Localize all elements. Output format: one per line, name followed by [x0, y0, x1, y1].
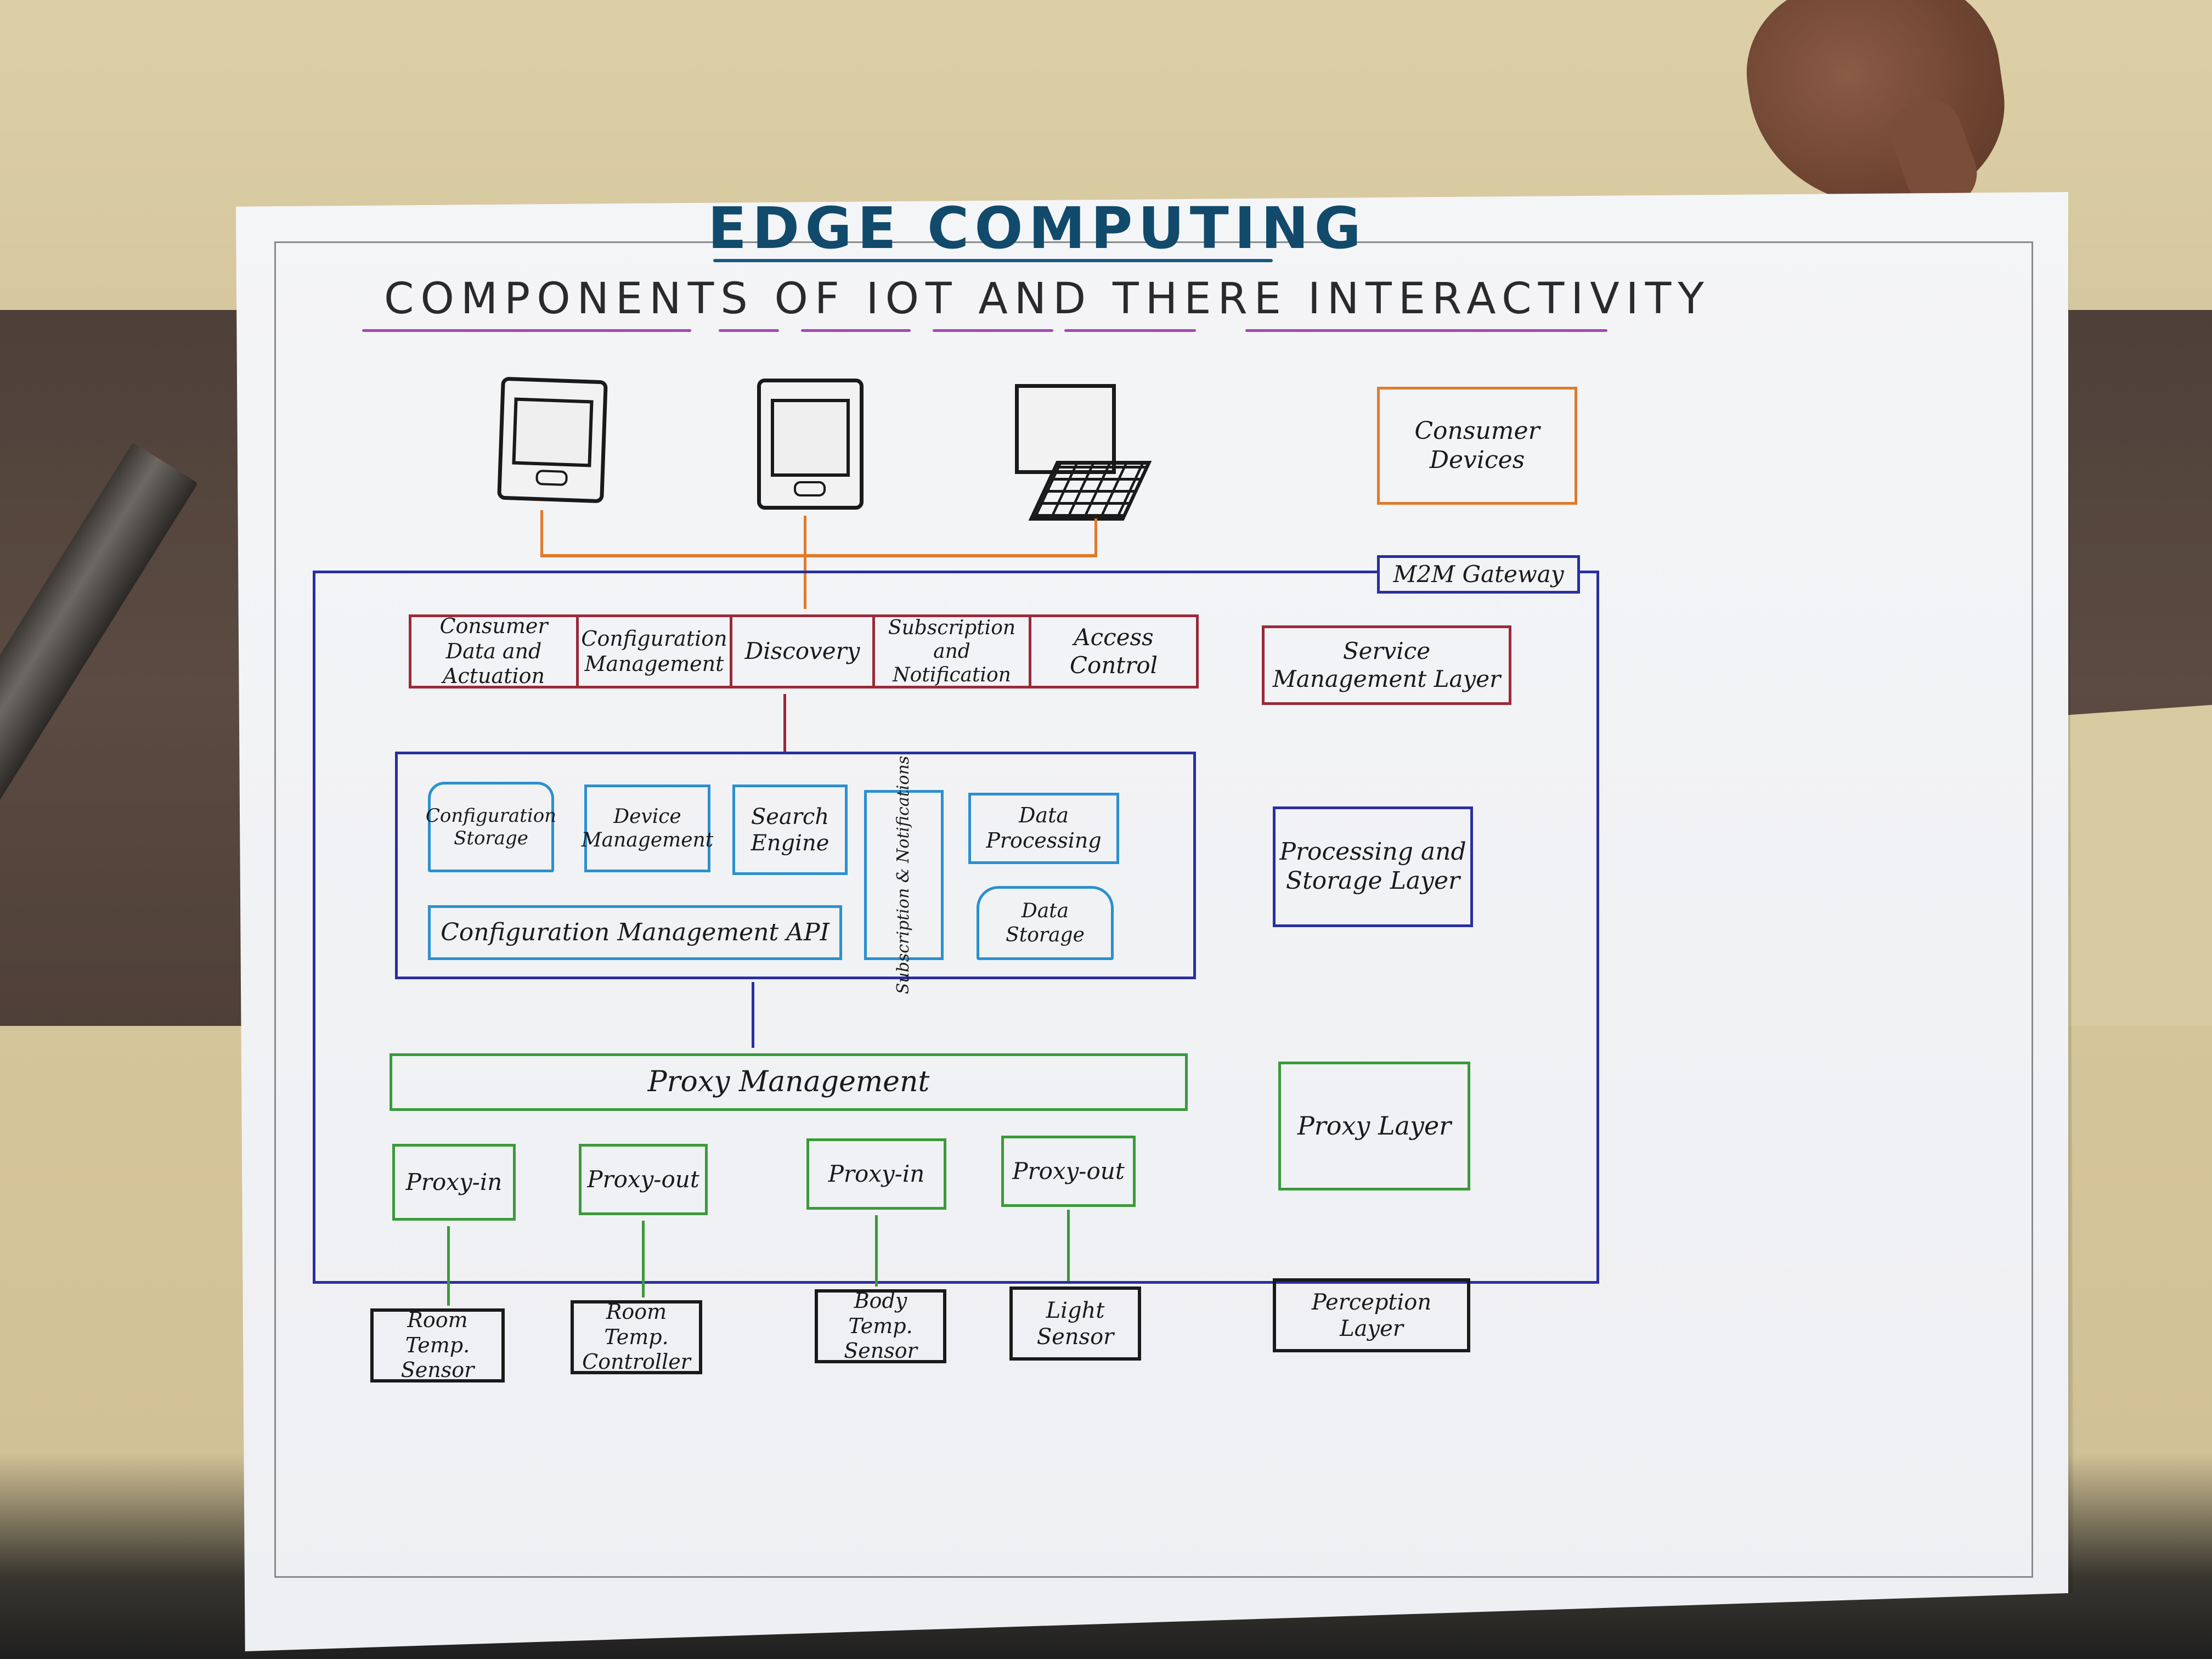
subtitle-underline: [719, 329, 779, 332]
orange-connector: [804, 516, 806, 609]
orange-connector: [1094, 518, 1097, 557]
subscription-notifications-label: Subscription & Notifications: [894, 755, 913, 995]
green-arrow: [447, 1226, 450, 1306]
proxy-management-box: Proxy Management: [390, 1053, 1188, 1111]
configuration-management-api-box: Configuration Management API: [428, 905, 842, 960]
m2m-gateway-label: M2M Gateway: [1377, 555, 1580, 594]
proxy-layer-label: Proxy Layer: [1278, 1062, 1470, 1190]
proxy-out-box: Proxy-out: [579, 1144, 708, 1215]
configuration-storage-box: Configuration Storage: [426, 782, 556, 872]
subtitle-underline: [801, 329, 911, 332]
subtitle-underline: [933, 329, 1053, 332]
subtitle-underline: [1064, 329, 1196, 332]
m2m-gateway-frame: [313, 571, 1599, 1284]
consumer-data-actuation-box: Consumer Data and Actuation: [409, 614, 579, 689]
body-temp-sensor-box: Body Temp. Sensor: [815, 1289, 946, 1363]
search-engine-box: Search Engine: [732, 785, 848, 875]
diagram-title: EDGE COMPUTING: [708, 195, 1367, 262]
navy-arrow: [752, 982, 754, 1048]
light-sensor-box: Light Sensor: [1009, 1286, 1141, 1361]
tablet-icon: [757, 379, 864, 510]
orange-connector: [540, 554, 1097, 557]
discovery-box: Discovery: [730, 614, 875, 689]
green-arrow: [875, 1215, 878, 1286]
paper-margin-border: [274, 241, 2033, 1578]
device-management-box: Device Management: [582, 785, 713, 872]
processing-storage-frame: [395, 752, 1196, 979]
orange-connector: [540, 510, 543, 557]
subscription-notifications-box: Subscription & Notifications: [864, 756, 944, 994]
consumer-devices-label: Consumer Devices: [1377, 387, 1577, 505]
proxy-out-box: Proxy-out: [1001, 1136, 1136, 1207]
room-temp-controller-box: Room Temp. Controller: [571, 1300, 702, 1374]
subscription-notification-box: Subscription and Notification: [872, 614, 1031, 689]
subtitle-underline: [362, 329, 691, 332]
red-arrow: [783, 694, 786, 754]
green-arrow: [642, 1221, 645, 1297]
access-control-box: Access Control: [1029, 614, 1199, 689]
subtitle-underline: [1245, 329, 1607, 332]
configuration-management-box: Configuration Management: [576, 614, 732, 689]
proxy-in-box: Proxy-in: [806, 1138, 946, 1210]
title-underline: [713, 259, 1273, 262]
service-management-layer-label: Service Management Layer: [1262, 625, 1511, 705]
diagram-subtitle: COMPONENTS OF IOT AND THERE INTERACTIVIT…: [384, 274, 1711, 324]
data-processing-box: Data Processing: [968, 793, 1119, 864]
green-arrow: [1067, 1210, 1070, 1281]
perception-layer-label: Perception Layer: [1273, 1278, 1470, 1352]
data-storage-box: Data Storage: [977, 886, 1114, 960]
proxy-in-box: Proxy-in: [392, 1144, 516, 1221]
tablet-icon: [497, 376, 608, 504]
processing-storage-layer-label: Processing and Storage Layer: [1273, 806, 1473, 927]
room-temp-sensor-box: Room Temp. Sensor: [370, 1308, 505, 1383]
